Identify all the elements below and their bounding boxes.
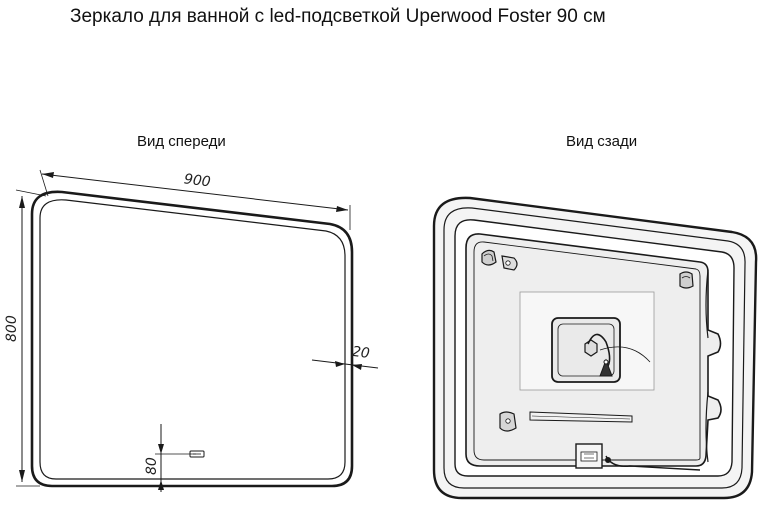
hex-nut-icon bbox=[584, 339, 598, 357]
front-switch-dim: 80 bbox=[144, 457, 160, 475]
back-switch-module bbox=[575, 443, 603, 469]
back-view-label: Вид сзади bbox=[566, 133, 638, 150]
bottom-bracket bbox=[529, 411, 633, 423]
front-switch-arrow-bottom bbox=[158, 480, 164, 490]
back-view bbox=[432, 196, 758, 500]
front-width-dim: 900 bbox=[183, 171, 212, 190]
hanger-hook-top-right bbox=[679, 271, 694, 289]
front-width-arrow-left bbox=[42, 172, 54, 178]
front-view bbox=[15, 169, 379, 492]
back-panel-inner bbox=[473, 241, 701, 461]
connector-icon bbox=[599, 358, 613, 377]
wall-mount-top-left bbox=[501, 255, 518, 271]
back-frame-middle bbox=[443, 207, 746, 489]
front-height-arrow-top bbox=[19, 196, 25, 208]
power-cable bbox=[587, 333, 611, 367]
touch-switch bbox=[189, 450, 205, 458]
front-mirror-inner-edge bbox=[39, 199, 346, 480]
front-width-dim-line bbox=[41, 173, 349, 211]
wall-mount-bottom-left bbox=[499, 411, 517, 432]
front-height-dim: 800 bbox=[4, 315, 20, 342]
hanger-hook-top-left bbox=[481, 249, 497, 266]
back-slot-upper bbox=[705, 269, 709, 339]
front-width-arrow-right bbox=[336, 206, 348, 212]
front-depth-arrow-left bbox=[335, 361, 345, 367]
front-view-label: Вид спереди bbox=[137, 133, 226, 150]
back-slot-lower bbox=[705, 391, 709, 463]
front-depth-dim: 20 bbox=[351, 344, 371, 362]
front-switch-arrow-top bbox=[158, 444, 164, 454]
drawing-title: Зеркало для ванной с led-подсветкой Uper… bbox=[70, 6, 606, 27]
front-depth-arrow-right bbox=[352, 364, 362, 370]
front-mirror-outer-edge bbox=[30, 190, 354, 488]
front-height-arrow-bottom bbox=[19, 470, 25, 482]
front-width-ext-left bbox=[39, 169, 49, 197]
front-height-ext-top bbox=[15, 189, 47, 197]
